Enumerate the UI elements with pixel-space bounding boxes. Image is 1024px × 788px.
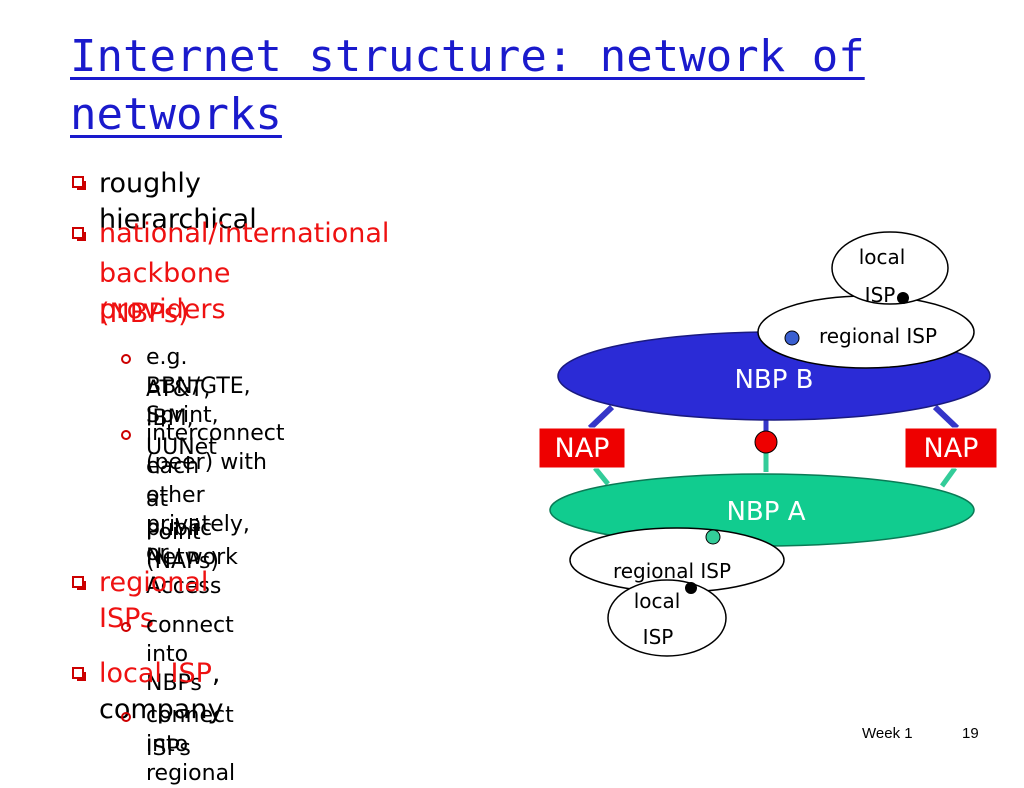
- local-isp-top-label-1: local: [859, 245, 906, 269]
- local-isp-top-label-2: ISP: [865, 283, 896, 307]
- sub-bullet-regional: connect into NBPs: [146, 613, 234, 696]
- square-bullet-icon: [72, 227, 86, 241]
- regional-isp-top-router: [784, 330, 800, 346]
- footer-week: Week 1: [862, 725, 913, 742]
- regional-isp-bottom-label: regional ISP: [613, 559, 731, 583]
- sub-bullet-local-line-2: ISPs: [146, 736, 191, 761]
- circle-bullet-icon: [121, 712, 131, 722]
- bullet-hierarchical: roughly hierarchical: [99, 168, 257, 235]
- slide-title: Internet structure: network of networks: [70, 28, 970, 144]
- local-isp-top-node: [831, 231, 949, 305]
- sub-bullet-examples-line-2: AT&T, IBM, UUNet: [146, 377, 217, 460]
- link-nbpb-nap-right: [932, 404, 960, 431]
- bullet-local: local ISP, company: [99, 656, 223, 728]
- bullet-local-red: local ISP: [99, 658, 212, 689]
- nap-right-box: [904, 427, 998, 469]
- square-bullet-icon: [72, 576, 86, 590]
- local-isp-bottom-router: [685, 582, 697, 594]
- private-peering-node: [754, 430, 778, 454]
- regional-isp-bottom-router: [705, 529, 721, 545]
- nap-right-label: NAP: [924, 433, 979, 464]
- local-isp-bottom-label-2: ISP: [643, 625, 674, 649]
- sub-bullet-peer-line-2: each other privately, or: [146, 454, 250, 566]
- nbp-b-label: NBP B: [734, 365, 813, 395]
- sub-bullet-peer-line-4: Point (NAPs): [146, 520, 220, 574]
- sub-bullet-peer-line-3: at public Network Access: [146, 487, 238, 599]
- sub-bullet-peer-line-1: interconnect (peer) with: [146, 421, 285, 475]
- nap-left-label: NAP: [555, 433, 610, 464]
- link-nap-right-nbpa: [939, 466, 958, 488]
- bullet-local-rest: , company: [99, 658, 224, 725]
- bullet-nbp-line-1: national/international: [99, 218, 390, 249]
- link-nbpb-nap-left: [587, 404, 615, 431]
- circle-bullet-icon: [121, 622, 131, 632]
- square-bullet-icon: [72, 667, 86, 681]
- local-isp-bottom-label-1: local: [634, 589, 681, 613]
- regional-isp-top-label: regional ISP: [819, 324, 937, 348]
- slide: Internet structure: network of networks …: [70, 28, 998, 786]
- link-nap-left-nbpa: [593, 466, 610, 486]
- square-bullet-icon: [72, 176, 86, 190]
- circle-bullet-icon: [121, 354, 131, 364]
- footer-page-number: 19: [962, 725, 979, 742]
- local-isp-bottom-node: [607, 579, 727, 657]
- title-line-1: Internet structure: network of: [70, 31, 865, 82]
- title-line-2: networks: [70, 89, 282, 140]
- nap-left-box: [538, 427, 626, 469]
- network-diagram: NBP B NBP A NAP NAP regional ISP local I…: [538, 231, 998, 657]
- circle-bullet-icon: [121, 430, 131, 440]
- sub-bullet-examples-line-1: e.g. BBN/GTE, Sprint,: [146, 345, 251, 428]
- bullet-nbp-line-2: backbone providers: [99, 258, 231, 325]
- nbp-a-label: NBP A: [726, 497, 805, 527]
- bullet-nbp-line-3: (NBPs): [99, 298, 189, 329]
- local-isp-top-router: [897, 292, 909, 304]
